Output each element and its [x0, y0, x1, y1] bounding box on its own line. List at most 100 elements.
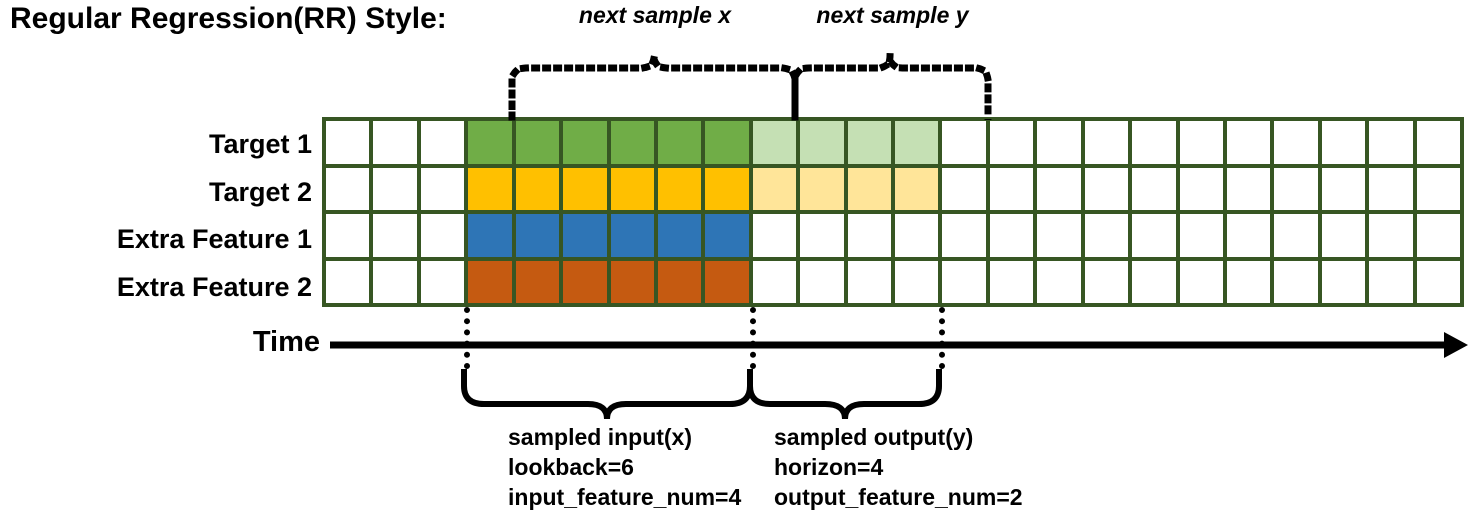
cell-extra2-c3	[420, 260, 465, 303]
cell-target1-c15	[989, 121, 1034, 164]
cell-target1-c23	[1369, 121, 1413, 164]
cell-extra2-c13	[895, 260, 939, 303]
cell-target2-c5	[515, 167, 560, 210]
cell-extra1-c1	[326, 214, 370, 257]
cell-target1-c20	[1226, 121, 1271, 164]
cell-target2-c22	[1321, 167, 1366, 210]
caption-sampled-output: sampled output(y) horizon=4 output_featu…	[774, 422, 1023, 512]
cell-extra2-c21	[1274, 260, 1318, 303]
cell-extra2-c17	[1084, 260, 1129, 303]
cell-target1-c8	[657, 121, 702, 164]
cell-extra2-c9	[705, 260, 749, 303]
cell-extra2-c11	[800, 260, 844, 303]
cell-extra1-c14	[942, 214, 986, 257]
sampled-input-line-2: lookback=6	[508, 454, 634, 480]
cell-extra1-c21	[1274, 214, 1318, 257]
caption-next-sample-x: next sample x	[578, 2, 732, 28]
cell-target1-c24	[1416, 121, 1460, 164]
row-label-extra-feature-2: Extra Feature 2	[116, 272, 312, 302]
cell-extra1-c11	[800, 214, 844, 257]
cell-extra1-c10	[752, 214, 797, 257]
cell-target1-c19	[1179, 121, 1223, 164]
cell-target1-c16	[1037, 121, 1081, 164]
cell-extra2-c8	[657, 260, 702, 303]
time-axis-label: Time	[252, 326, 320, 358]
cell-target2-c8	[657, 167, 702, 210]
cell-extra2-c24	[1416, 260, 1460, 303]
row-label-target-2: Target 2	[208, 177, 312, 207]
row-label-column: Target 1 Target 2 Extra Feature 1 Extra …	[10, 117, 312, 307]
brace-next-sample-x	[508, 55, 799, 121]
brace-next-sample-y	[791, 55, 992, 121]
cell-extra2-c10	[752, 260, 797, 303]
brace-sampled-input	[461, 369, 753, 420]
cell-target2-c16	[1037, 167, 1081, 210]
cell-extra2-c19	[1179, 260, 1223, 303]
cell-target1-c22	[1321, 121, 1366, 164]
sampled-output-line-2: horizon=4	[774, 454, 884, 480]
cell-target2-c4	[468, 167, 512, 210]
cell-extra2-c2	[373, 260, 417, 303]
cell-target2-c19	[1179, 167, 1223, 210]
cell-extra2-c5	[515, 260, 560, 303]
sampled-output-line-1: sampled output(y)	[774, 424, 974, 450]
caption-sampled-input: sampled input(x) lookback=6 input_featur…	[508, 422, 741, 512]
cell-extra1-c12	[847, 214, 891, 257]
cell-target1-c5	[515, 121, 560, 164]
cell-target1-c14	[942, 121, 986, 164]
cell-target2-c7	[610, 167, 654, 210]
cell-target2-c14	[942, 167, 986, 210]
guide-output-end	[939, 307, 945, 369]
cell-target2-c12	[847, 167, 891, 210]
cell-target2-c17	[1084, 167, 1129, 210]
cell-extra2-c6	[563, 260, 607, 303]
cell-extra1-c13	[895, 214, 939, 257]
cell-target2-c1	[326, 167, 370, 210]
sampled-input-line-3: input_feature_num=4	[508, 484, 742, 510]
cell-extra2-c12	[847, 260, 891, 303]
cell-extra1-c19	[1179, 214, 1223, 257]
cell-target1-c4	[468, 121, 512, 164]
cell-target1-c3	[420, 121, 465, 164]
cell-target1-c6	[563, 121, 607, 164]
sampled-output-line-3: output_feature_num=2	[774, 484, 1023, 510]
cell-extra2-c23	[1369, 260, 1413, 303]
cell-extra1-c24	[1416, 214, 1460, 257]
cell-extra1-c15	[989, 214, 1034, 257]
cell-extra1-c8	[657, 214, 702, 257]
cell-extra1-c17	[1084, 214, 1129, 257]
sampled-input-line-1: sampled input(x)	[508, 424, 693, 450]
cell-target2-c6	[563, 167, 607, 210]
timeseries-grid	[322, 117, 1464, 307]
page-title: Regular Regression(RR) Style:	[10, 2, 447, 35]
cell-target1-c2	[373, 121, 417, 164]
cell-target2-c15	[989, 167, 1034, 210]
cell-extra1-c2	[373, 214, 417, 257]
cell-target2-c9	[705, 167, 749, 210]
cell-target2-c13	[895, 167, 939, 210]
cell-target2-c18	[1132, 167, 1176, 210]
cell-extra2-c18	[1132, 260, 1176, 303]
cell-extra1-c4	[468, 214, 512, 257]
cell-target1-c9	[705, 121, 749, 164]
cell-extra2-c7	[610, 260, 654, 303]
cell-target2-c11	[800, 167, 844, 210]
cell-target1-c1	[326, 121, 370, 164]
cell-target1-c12	[847, 121, 891, 164]
cell-target1-c21	[1274, 121, 1318, 164]
cell-target1-c10	[752, 121, 797, 164]
cell-extra2-c22	[1321, 260, 1366, 303]
cell-extra2-c4	[468, 260, 512, 303]
cell-extra1-c5	[515, 214, 560, 257]
cell-extra1-c7	[610, 214, 654, 257]
cell-target2-c23	[1369, 167, 1413, 210]
cell-target1-c13	[895, 121, 939, 164]
cell-target1-c11	[800, 121, 844, 164]
cell-extra1-c3	[420, 214, 465, 257]
cell-extra2-c16	[1037, 260, 1081, 303]
cell-extra1-c20	[1226, 214, 1271, 257]
cell-extra1-c6	[563, 214, 607, 257]
cell-extra2-c20	[1226, 260, 1271, 303]
cell-target2-c24	[1416, 167, 1460, 210]
